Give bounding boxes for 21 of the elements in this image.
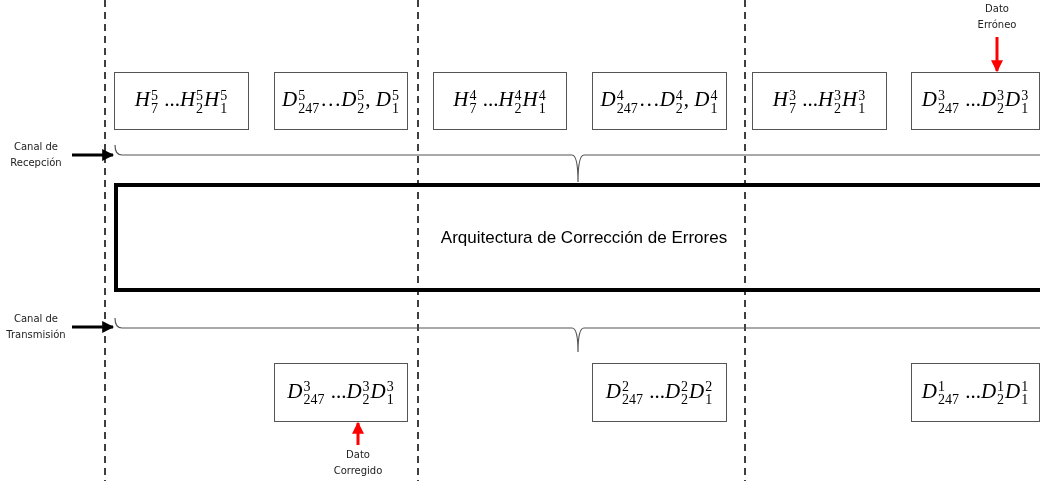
annotation-label: Canal de Recepción [9, 140, 63, 170]
data-block-box [114, 72, 249, 130]
data-block-box [274, 72, 408, 130]
annotation-label: Dato Erróneo [976, 2, 1018, 32]
arrow [991, 37, 1003, 73]
arrow [352, 421, 364, 445]
architecture-block [114, 183, 1040, 292]
data-block-box [274, 363, 408, 422]
arrow [72, 321, 115, 333]
annotation-label: Dato Corregido [332, 448, 384, 478]
data-block-box [433, 72, 567, 130]
data-block-box [592, 72, 727, 130]
brace [114, 317, 1040, 353]
data-block-box [911, 72, 1040, 130]
annotation-label: Canal de Transmisión [5, 312, 67, 342]
data-block-box [911, 363, 1040, 422]
brace [114, 144, 1040, 183]
arrow [72, 149, 115, 161]
data-block-box [752, 72, 887, 130]
block-title: Arquitectura de Corrección de Errores [440, 227, 728, 248]
data-block-box [592, 363, 727, 422]
